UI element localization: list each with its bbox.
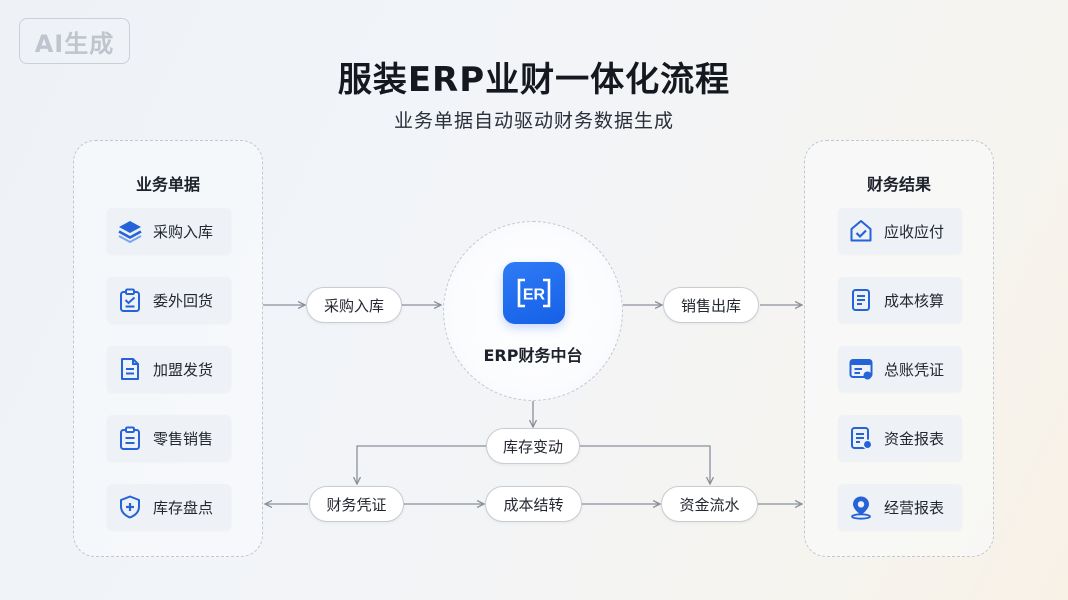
doc-item-purchase-in[interactable]: 采购入库 [107, 208, 231, 254]
business-documents-panel: 业务单据 采购入库 委外回货 加盟发货 零售销售 库存盘点 [73, 140, 263, 557]
flow-node-purchase-in[interactable]: 采购入库 [306, 287, 402, 323]
page-subtitle: 业务单据自动驱动财务数据生成 [393, 110, 674, 132]
result-item-label: 成本核算 [884, 291, 945, 310]
flow-node-sales-out[interactable]: 销售出库 [663, 287, 759, 323]
clipboard-check-icon [117, 287, 143, 313]
doc-item-label: 采购入库 [153, 222, 214, 241]
doc-item-label: 零售销售 [153, 429, 214, 448]
arrow-inventory-to-cash [580, 445, 710, 484]
erp-logo-icon: ER [503, 262, 565, 324]
result-item-fund-report[interactable]: 资金报表 [838, 415, 962, 461]
ai-generated-watermark: AI生成 [19, 18, 130, 64]
erp-logo-text: ER [523, 287, 546, 304]
report-icon [848, 425, 874, 451]
flow-node-inventory-change[interactable]: 库存变动 [486, 428, 580, 464]
doc-item-retail-sales[interactable]: 零售销售 [107, 415, 231, 461]
shield-plus-icon [117, 494, 143, 520]
doc-item-label: 委外回货 [153, 291, 214, 310]
clipboard-icon [117, 425, 143, 451]
flow-node-cash-flow[interactable]: 资金流水 [661, 486, 758, 522]
result-item-label: 总账凭证 [884, 360, 945, 379]
result-item-label: 经营报表 [884, 498, 945, 517]
result-item-general-ledger-voucher[interactable]: 总账凭证 [838, 346, 962, 392]
result-item-label: 资金报表 [884, 429, 945, 448]
financial-results-title: 财务结果 [866, 175, 931, 194]
layers-icon [117, 218, 143, 244]
result-item-label: 应收应付 [884, 222, 945, 241]
doc-item-label: 加盟发货 [153, 360, 214, 379]
arrow-inventory-to-voucher [357, 445, 486, 484]
doc-item-outsourced-return[interactable]: 委外回货 [107, 277, 231, 323]
result-item-operating-report[interactable]: 经营报表 [838, 484, 962, 530]
doc-item-label: 库存盘点 [153, 498, 214, 517]
result-item-receivables-payables[interactable]: 应收应付 [838, 208, 962, 254]
document-icon [117, 356, 143, 382]
business-documents-title: 业务单据 [135, 175, 200, 194]
document-icon [848, 287, 874, 313]
page-title: 服装ERP业财一体化流程 [337, 60, 731, 100]
flow-node-cost-carry-forward[interactable]: 成本结转 [485, 486, 582, 522]
doc-item-franchise-shipment[interactable]: 加盟发货 [107, 346, 231, 392]
flow-node-finance-voucher[interactable]: 财务凭证 [309, 486, 404, 522]
erp-finance-hub[interactable]: ER ERP财务中台 [443, 221, 623, 401]
house-check-icon [848, 218, 874, 244]
doc-item-inventory-count[interactable]: 库存盘点 [107, 484, 231, 530]
result-item-cost-accounting[interactable]: 成本核算 [838, 277, 962, 323]
financial-results-panel: 财务结果 应收应付 成本核算 总账凭证 资金报表 经营报表 [804, 140, 994, 557]
hub-label: ERP财务中台 [483, 346, 583, 365]
voucher-icon [848, 356, 874, 382]
location-pin-icon [848, 494, 874, 520]
